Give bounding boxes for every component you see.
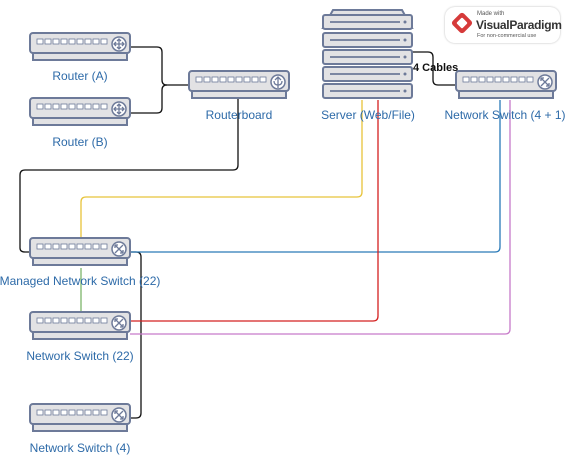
cables <box>19 46 511 419</box>
switch-4-label: Network Switch (4) <box>29 441 131 455</box>
managed-switch-22-label: Managed Network Switch (22) <box>0 274 161 288</box>
network-switch-icon[interactable] <box>29 403 131 432</box>
watermark-brand: VisualParadigm <box>476 18 562 32</box>
network-switch-icon[interactable] <box>455 70 557 99</box>
server-rack-icon[interactable] <box>321 9 414 99</box>
switch-4-1-label: Network Switch (4 + 1) <box>444 108 566 122</box>
router-a-label: Router (A) <box>52 69 108 83</box>
router-b-label: Router (B) <box>52 135 108 149</box>
watermark-made-with: Made with <box>477 11 505 17</box>
routerboard-label: Routerboard <box>205 108 273 122</box>
network-switch-icon[interactable] <box>29 237 131 266</box>
router-icon[interactable] <box>29 32 131 61</box>
cable-yellow <box>80 100 363 240</box>
watermark-badge: Made with VisualParadigm For non-commerc… <box>445 7 562 43</box>
cable-server-switch-4-1 <box>412 51 456 86</box>
network-switch-icon[interactable] <box>29 311 131 340</box>
cable-violet <box>130 100 511 335</box>
cable-red <box>130 100 379 322</box>
cable-router-b-routerboard <box>130 84 168 114</box>
server-label: Server (Web/File) <box>321 108 415 122</box>
cable-router-a-routerboard <box>130 46 190 86</box>
visual-paradigm-logo-icon <box>450 11 474 35</box>
watermark-note: For non-commercial use <box>477 33 537 39</box>
cable-count-label: 4 Cables <box>413 62 459 74</box>
routerboard-icon[interactable] <box>188 70 290 99</box>
switch-22-label: Network Switch (22) <box>26 349 134 363</box>
router-icon[interactable] <box>29 97 131 126</box>
cable-blue <box>130 100 501 253</box>
cable-routerboard-managed-switch <box>19 98 239 253</box>
